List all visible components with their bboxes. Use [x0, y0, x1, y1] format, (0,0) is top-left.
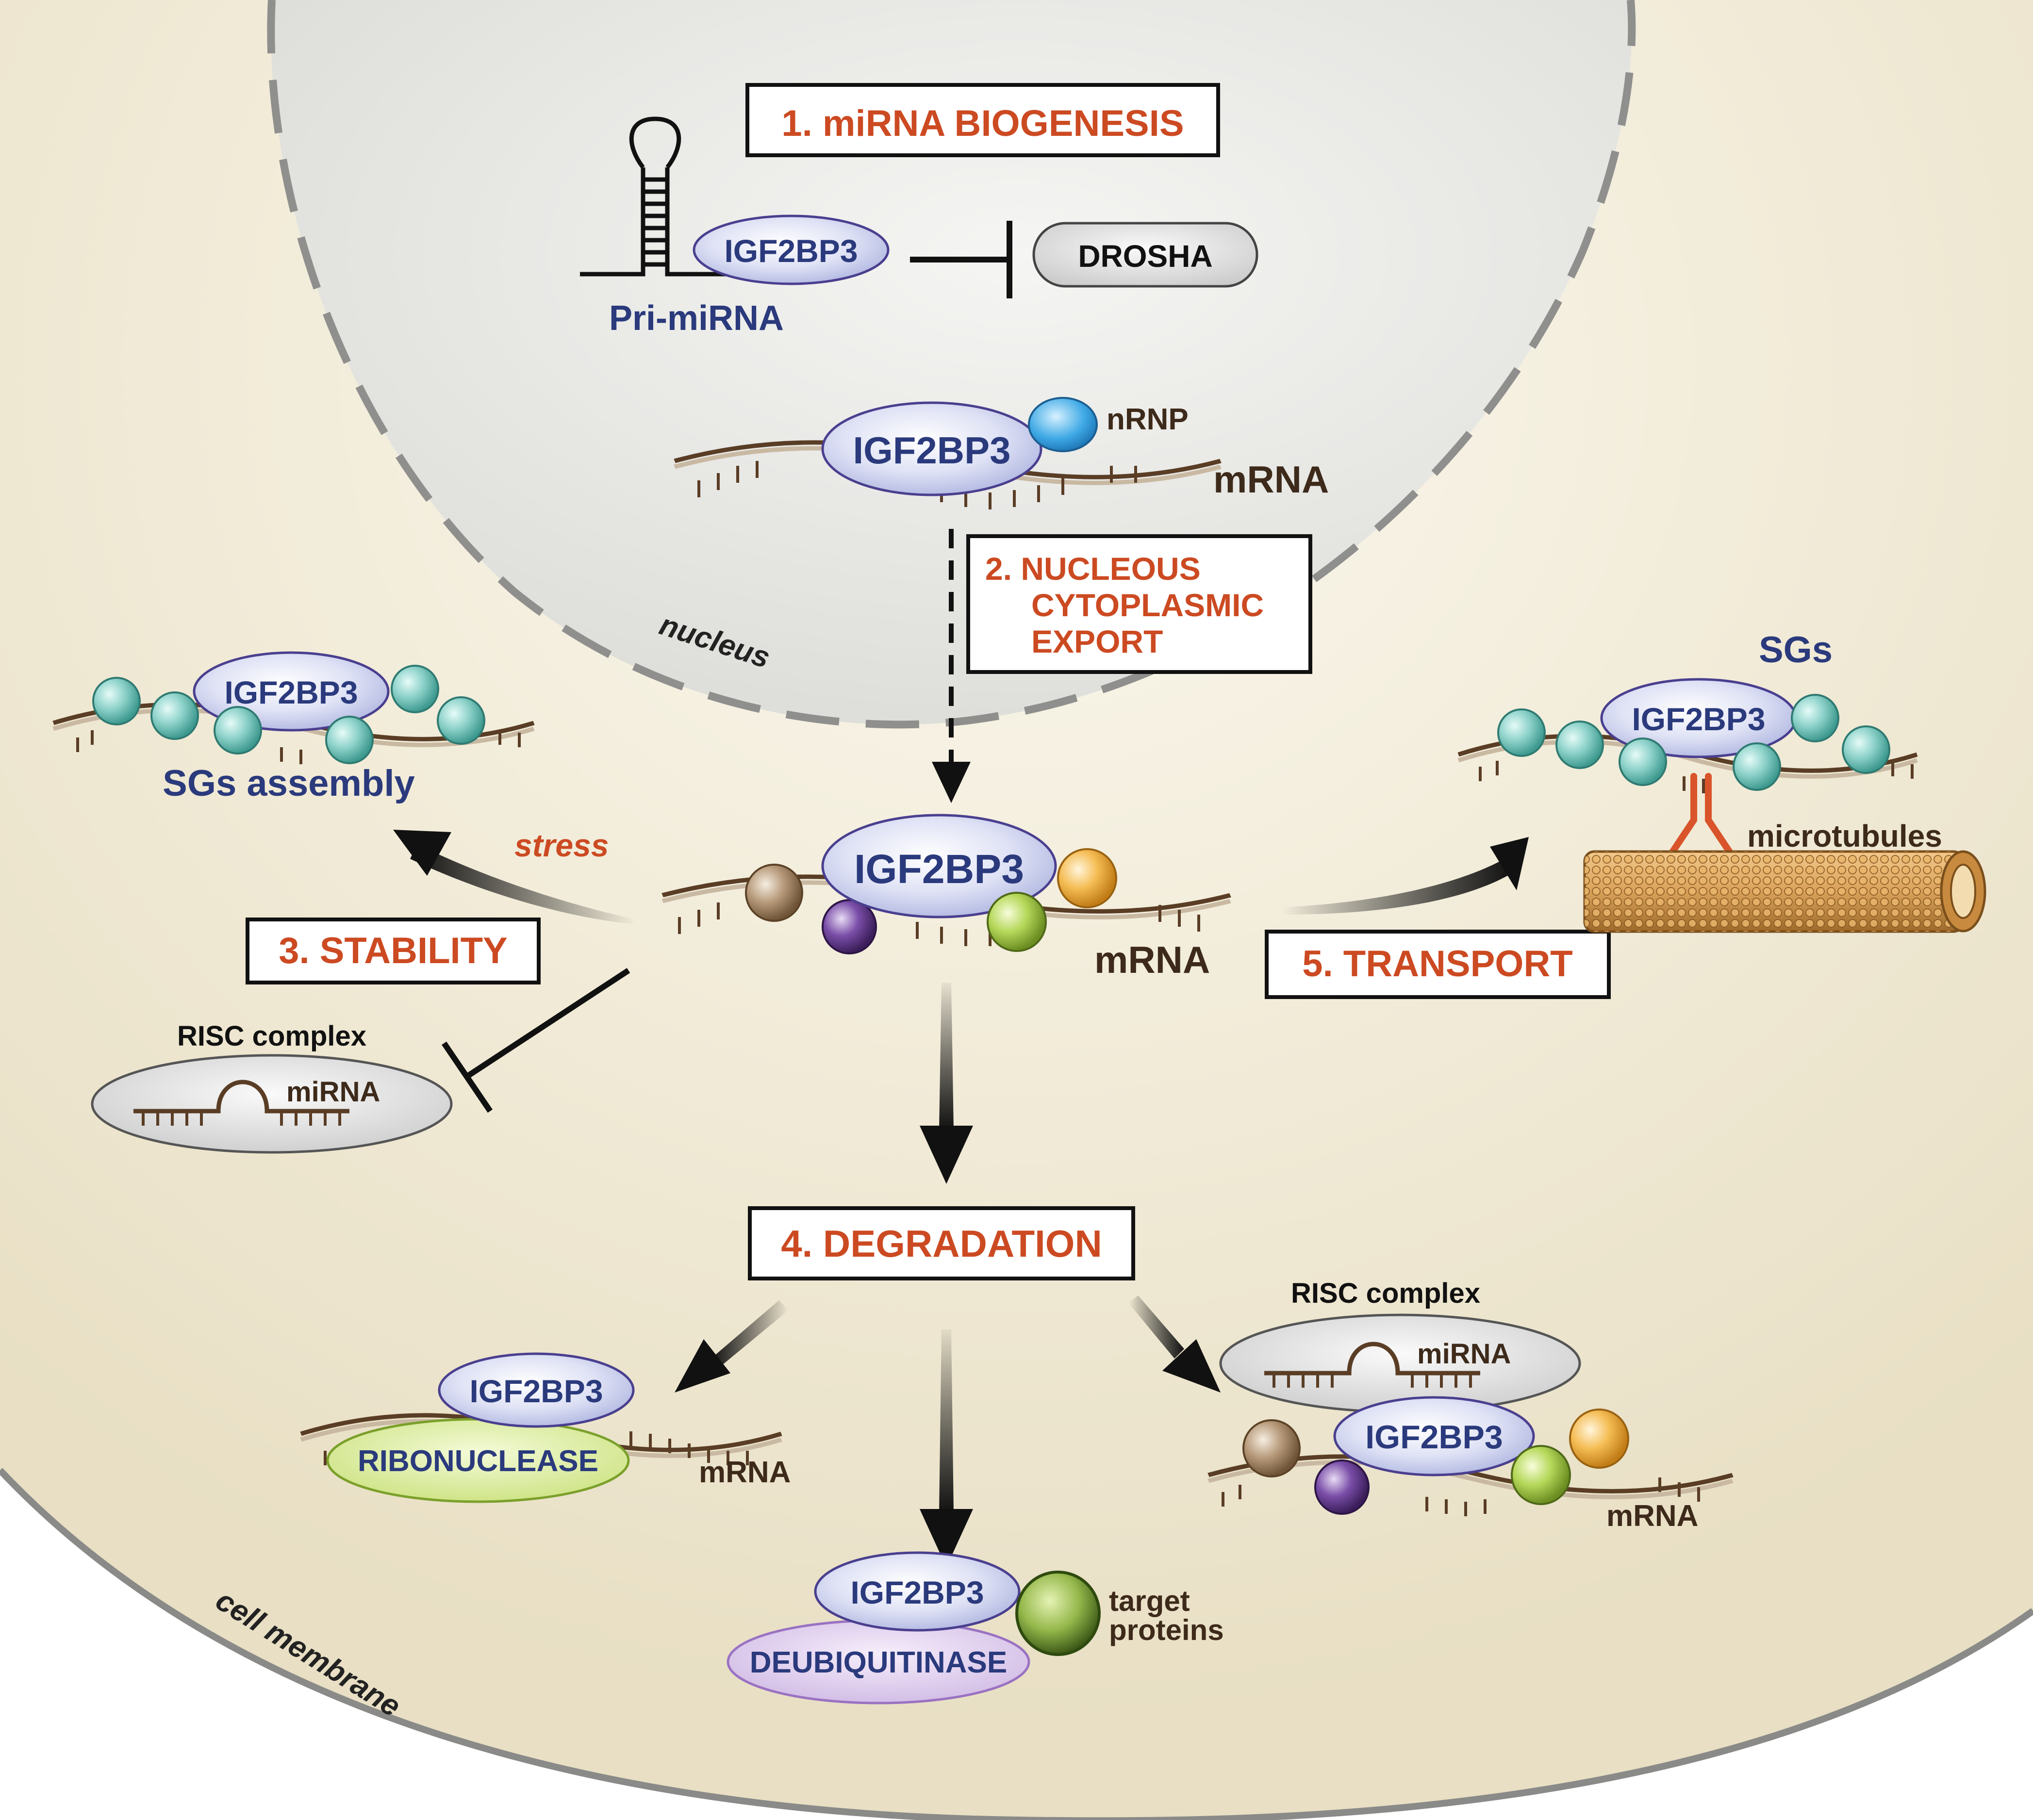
mrna-label-4: mRNA	[1606, 1499, 1698, 1533]
igf2bp3-label-4: IGF2BP3	[224, 674, 358, 710]
igf2bp3-label-1: IGF2BP3	[724, 233, 858, 269]
sg-granule	[1497, 708, 1546, 757]
sgs-label: SGs	[1759, 629, 1833, 671]
degradation-branch-left-head	[675, 1339, 730, 1393]
degradation-branch-right	[1128, 1295, 1184, 1359]
sgs-transport-ticks	[1479, 761, 1914, 793]
igf2bp3-protein-nucleus	[693, 214, 890, 285]
sgs-assembly-ticks	[76, 730, 521, 764]
degradation-arrow	[939, 983, 954, 1131]
degradation-branch-mid	[939, 1329, 954, 1514]
central-mrna-ticks	[678, 902, 1200, 946]
rbp-tan	[1242, 1419, 1301, 1477]
stress-label: stress	[514, 827, 609, 863]
nrnp-label: nRNP	[1107, 403, 1189, 436]
sg-granule	[391, 665, 439, 713]
rbp-lime	[1511, 1445, 1571, 1505]
target-protein	[1015, 1571, 1101, 1656]
step-3-box	[246, 918, 541, 984]
microtubules-label: microtubules	[1747, 819, 1942, 853]
stress-arrowhead	[393, 830, 451, 876]
transport-arrowhead	[1490, 837, 1529, 890]
target-label-2: proteins	[1109, 1614, 1224, 1646]
inhibition-drosha	[910, 221, 1012, 298]
igf2bp3-label-3: IGF2BP3	[854, 846, 1024, 892]
igf2bp3-protein-deub	[814, 1551, 1021, 1632]
mirna-ticks-1	[142, 1111, 341, 1126]
step-4-box	[748, 1206, 1135, 1280]
risc-complex-2	[1219, 1313, 1581, 1413]
risc-complex-label-1: RISC complex	[177, 1020, 366, 1052]
export-arrowhead	[932, 762, 971, 803]
sg-granule	[150, 691, 199, 740]
degradation-branch-mid-head	[920, 1509, 973, 1567]
mirna-ticks-2	[1273, 1373, 1472, 1388]
rbp-orange	[1569, 1409, 1629, 1469]
inhibition-risc	[442, 967, 630, 1113]
sg-granule	[1733, 742, 1781, 791]
mrna-label-2: mRNA	[1094, 938, 1210, 981]
sgs-assembly-label: SGs assembly	[163, 763, 415, 804]
target-label-1: target	[1109, 1585, 1190, 1617]
degradation-arrowhead	[920, 1126, 973, 1184]
step-4-label: 4. DEGRADATION	[781, 1222, 1102, 1265]
microtubule	[1583, 850, 1986, 933]
pri-mirna-hairpin	[580, 116, 743, 277]
step-1-box	[745, 83, 1220, 157]
sg-granule	[1619, 738, 1667, 786]
mirna-label-1: miRNA	[286, 1076, 380, 1108]
risc-mrna-ticks	[1222, 1477, 1700, 1516]
step-2-box	[966, 534, 1312, 674]
step-5-label: 5. TRANSPORT	[1302, 943, 1572, 984]
rbp-lime	[987, 892, 1047, 952]
ribonuclease-label: RIBONUCLEASE	[358, 1444, 598, 1478]
rbp-purple	[822, 899, 877, 954]
step-1-label: 1. miRNA BIOGENESIS	[781, 103, 1184, 144]
risc-complex-1	[91, 1054, 453, 1154]
sg-granule	[92, 677, 141, 725]
nucleus-mrna-ticks	[697, 461, 1137, 509]
sg-granule	[1791, 694, 1839, 742]
igf2bp3-label-5: IGF2BP3	[1632, 701, 1765, 737]
igf2bp3-label-2: IGF2BP3	[853, 429, 1010, 472]
sg-granule	[214, 706, 262, 754]
drosha-label: DROSHA	[1078, 239, 1212, 274]
mirna-strand-2	[1264, 1342, 1480, 1376]
step-3-label: 3. STABILITY	[279, 930, 508, 971]
deubiquitinase-label: DEUBIQUITINASE	[750, 1646, 1007, 1679]
step-2-line-3: EXPORT	[1031, 623, 1163, 659]
rbp-tan	[745, 864, 803, 922]
igf2bp3-protein-ribo	[438, 1352, 635, 1428]
igf2bp3-protein-central	[821, 814, 1057, 918]
transport-arrow	[1281, 859, 1512, 915]
drosha-pill	[1032, 222, 1258, 288]
mirna-strand-1	[133, 1080, 349, 1114]
rbp-purple	[1314, 1459, 1370, 1515]
igf2bp3-label-7: IGF2BP3	[850, 1574, 984, 1610]
step-2-line-1: 2. NUCLEOUS	[985, 551, 1201, 587]
degradation-branch-right-head	[1162, 1339, 1221, 1393]
rbp-orange	[1057, 848, 1117, 908]
risc-complex-label-2: RISC complex	[1291, 1278, 1480, 1309]
igf2bp3-protein-risc	[1333, 1396, 1535, 1476]
step-2-line-2: CYTOPLASMIC	[1031, 587, 1264, 623]
sg-granule	[437, 696, 485, 745]
igf2bp3-label-8: IGF2BP3	[1365, 1419, 1503, 1456]
nuclear-envelope	[267, 0, 1636, 729]
igf2bp3-protein-nrnp	[821, 401, 1042, 496]
degradation-branch-left	[711, 1300, 789, 1368]
sg-granule	[325, 716, 374, 764]
pri-mirna-label: Pri-miRNA	[609, 299, 784, 338]
step-5-box	[1265, 930, 1611, 999]
nrnp-particle	[1028, 397, 1098, 452]
igf2bp3-label-6: IGF2BP3	[469, 1373, 603, 1409]
ribonuclease-mrna-ticks	[324, 1431, 749, 1465]
mirna-label-2: miRNA	[1417, 1338, 1511, 1370]
sg-granule	[1555, 721, 1604, 769]
mrna-label-3: mRNA	[699, 1456, 791, 1489]
mrna-label-1: mRNA	[1213, 458, 1329, 501]
sg-granule	[1842, 725, 1890, 774]
